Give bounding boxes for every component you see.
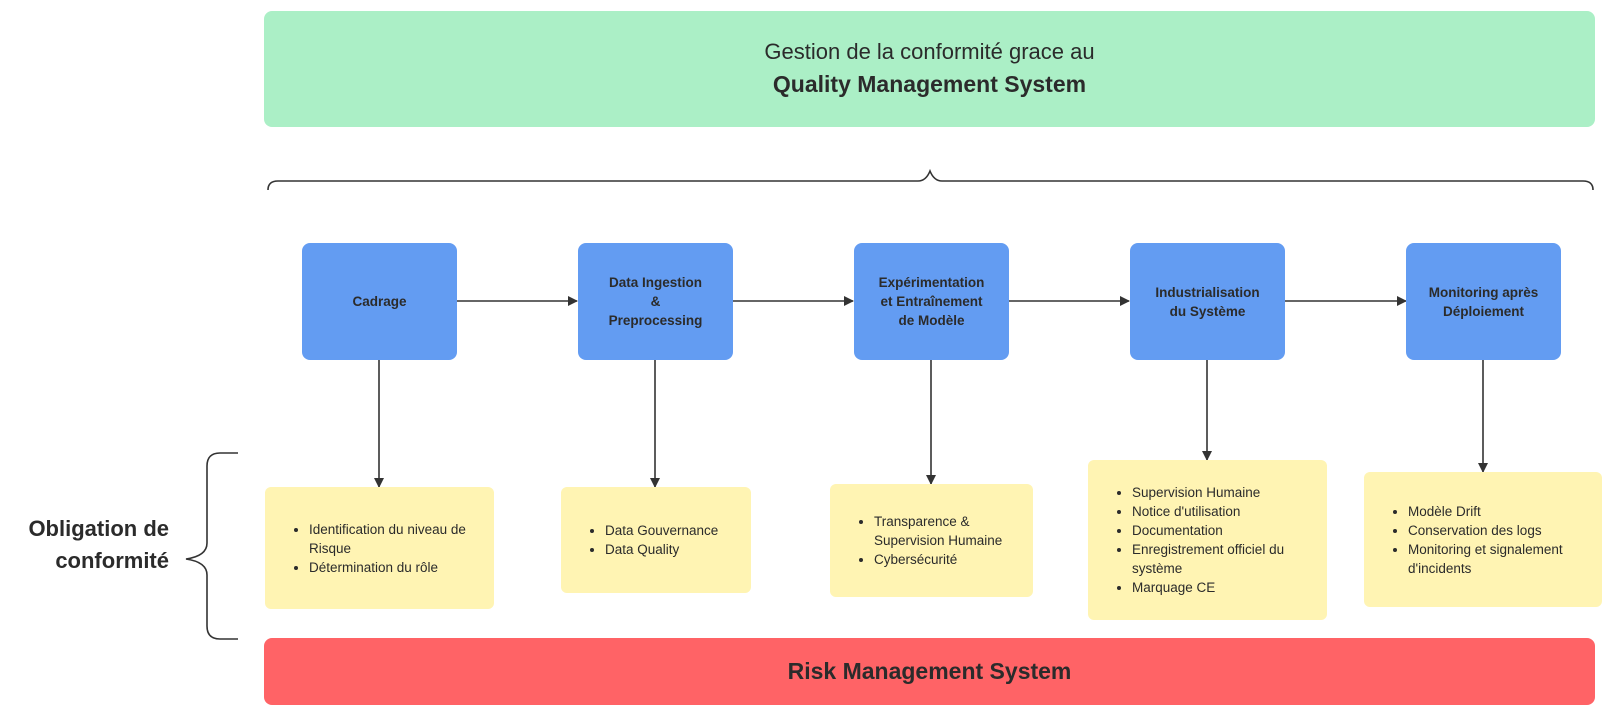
list-item: Enregistrement officiel du système bbox=[1132, 540, 1313, 578]
list-item: Cybersécurité bbox=[874, 550, 1019, 569]
stage-cadrage: Cadrage bbox=[302, 243, 457, 360]
list-item: Conservation des logs bbox=[1408, 521, 1588, 540]
list-item: Détermination du rôle bbox=[309, 558, 480, 577]
top-brace bbox=[267, 168, 1594, 191]
list-item: Notice d'utilisation bbox=[1132, 502, 1313, 521]
note-data-ingestion: Data Gouvernance Data Quality bbox=[561, 487, 751, 593]
list-item: Transparence & Supervision Humaine bbox=[874, 512, 1019, 550]
quality-management-system-banner: Gestion de la conformité grace au Qualit… bbox=[264, 11, 1595, 127]
stage-experimentation: Expérimentation et Entraînement de Modèl… bbox=[854, 243, 1009, 360]
note-cadrage: Identification du niveau de Risque Déter… bbox=[265, 487, 494, 609]
compliance-obligation-label: Obligation de conformité bbox=[28, 516, 169, 573]
note-industrialisation: Supervision Humaine Notice d'utilisation… bbox=[1088, 460, 1327, 620]
note-experimentation: Transparence & Supervision Humaine Cyber… bbox=[830, 484, 1033, 597]
list-item: Supervision Humaine bbox=[1132, 483, 1313, 502]
stage-industrialisation: Industrialisation du Système bbox=[1130, 243, 1285, 360]
stage-monitoring: Monitoring après Déploiement bbox=[1406, 243, 1561, 360]
risk-management-system-banner: Risk Management System bbox=[264, 638, 1595, 705]
banner-subtitle: Gestion de la conformité grace au bbox=[764, 39, 1095, 64]
list-item: Modèle Drift bbox=[1408, 502, 1588, 521]
list-item: Marquage CE bbox=[1132, 578, 1313, 597]
left-brace bbox=[185, 452, 238, 640]
banner-title: Quality Management System bbox=[772, 71, 1087, 97]
stage-data-ingestion: Data Ingestion & Preprocessing bbox=[578, 243, 733, 360]
list-item: Monitoring et signalement d'incidents bbox=[1408, 540, 1588, 578]
list-item: Data Quality bbox=[605, 540, 718, 559]
list-item: Documentation bbox=[1132, 521, 1313, 540]
list-item: Data Gouvernance bbox=[605, 521, 718, 540]
list-item: Identification du niveau de Risque bbox=[309, 520, 480, 558]
note-monitoring: Modèle Drift Conservation des logs Monit… bbox=[1364, 472, 1602, 607]
